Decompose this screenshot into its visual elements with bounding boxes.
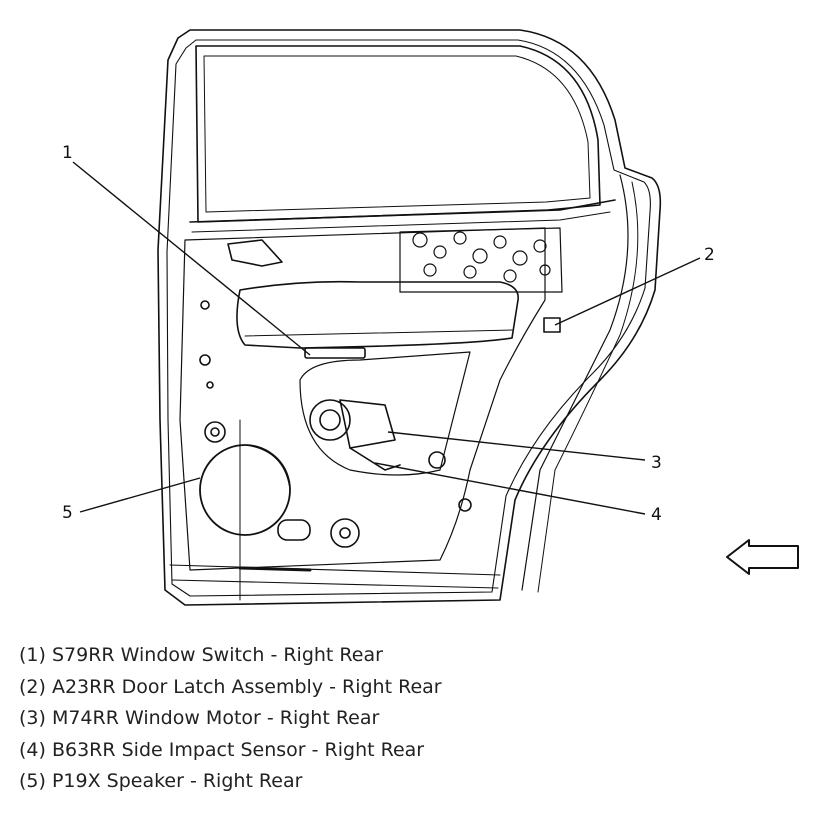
callout-1: 1: [62, 143, 73, 163]
legend-item-5: (5) P19X Speaker - Right Rear: [19, 770, 303, 792]
callout-3: 3: [651, 453, 662, 473]
legend-item-1: (1) S79RR Window Switch - Right Rear: [19, 644, 383, 666]
callout-4: 4: [651, 505, 662, 525]
callout-5: 5: [62, 503, 73, 523]
legend-item-4: (4) B63RR Side Impact Sensor - Right Rea…: [19, 738, 425, 761]
callout-2: 2: [704, 245, 715, 265]
window-opening: [195, 45, 601, 223]
latch-mechanism: [399, 227, 563, 293]
leader-line-5: [79, 477, 201, 513]
component-legend: (1) S79RR Window Switch - Right Rear (2)…: [19, 640, 442, 798]
latch-bracket: [543, 317, 561, 333]
window-regulator: [299, 351, 471, 476]
armrest-bar: [236, 280, 519, 349]
door-diagram: 1 2 3 4 5: [62, 29, 799, 606]
leader-line-1: [72, 161, 311, 356]
leader-line-3: [387, 431, 646, 461]
forward-arrow-icon: [726, 539, 799, 575]
door-outer-panel: [157, 29, 662, 606]
legend-item-3: (3) M74RR Window Motor - Right Rear: [19, 707, 380, 729]
legend-item-2: (2) A23RR Door Latch Assembly - Right Re…: [19, 675, 442, 698]
leader-line-2: [554, 257, 701, 326]
leader-line-4: [374, 462, 646, 515]
inner-panel: [179, 227, 546, 571]
